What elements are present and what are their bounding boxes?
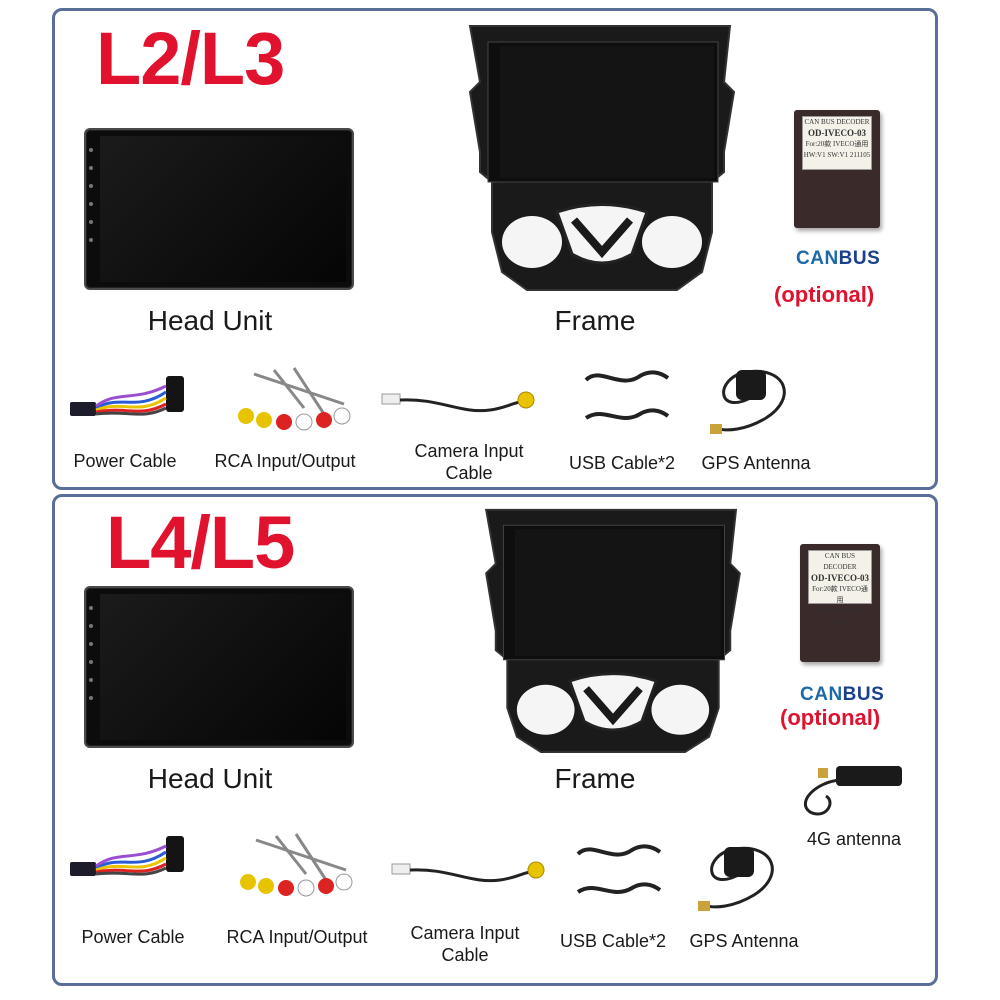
- canbus-decoder-image: CAN BUS DECODER OD-IVECO-03 For:20款 IVEC…: [794, 110, 880, 228]
- usb-cable-image: [584, 370, 670, 420]
- power-cable-image: [70, 376, 184, 416]
- decoder-sticker: CAN BUS DECODER OD-IVECO-03 For:20款 IVEC…: [802, 116, 872, 170]
- decoder-sticker-for: For:20款 IVECO通用: [805, 140, 869, 148]
- decoder-sticker-for: For:20款 IVECO通用: [812, 585, 868, 604]
- head-unit-label: Head Unit: [147, 763, 273, 794]
- head-unit-image: [84, 128, 354, 290]
- decoder-sticker-title: CAN BUS DECODER: [804, 118, 870, 126]
- canbus-title: CANBUS: [796, 248, 880, 270]
- decoder-sticker-version: HW:V1 SW:V1 211105: [817, 607, 863, 626]
- gps-antenna-label: GPS Antenna: [701, 453, 811, 473]
- head-unit-label: Head Unit: [147, 305, 273, 336]
- decoder-sticker-title: CAN BUS DECODER: [823, 552, 857, 571]
- camera-cable-label-line2: Cable: [445, 463, 493, 483]
- canbus-title-prefix: CAN: [800, 684, 843, 705]
- canbus-optional-note: (optional): [780, 705, 881, 730]
- decoder-sticker-model: OD-IVECO-03: [811, 573, 869, 583]
- variant-title: L4/L5: [106, 501, 295, 584]
- canbus-title: CANBUS: [800, 684, 884, 706]
- gps-antenna-image: [698, 846, 774, 911]
- power-cable-image: [70, 836, 184, 876]
- rca-label: RCA Input/Output: [214, 451, 356, 471]
- canbus-optional-note: (optional): [774, 282, 875, 307]
- usb-cable-label: USB Cable*2: [568, 453, 676, 473]
- frame-image: [468, 25, 736, 291]
- camera-cable-image: [381, 391, 535, 413]
- frame-label: Frame: [554, 763, 636, 794]
- canbus-decoder-image: CAN BUS DECODER OD-IVECO-03 For:20款 IVEC…: [800, 544, 880, 662]
- variant-title: L2/L3: [96, 17, 285, 100]
- rca-cable-image: [238, 367, 351, 431]
- power-cable-label: Power Cable: [73, 451, 177, 471]
- head-unit-screen: [100, 594, 346, 740]
- usb-cable-label: USB Cable*2: [559, 931, 667, 951]
- gps-antenna-label: GPS Antenna: [689, 931, 799, 951]
- canbus-title-prefix: CAN: [796, 248, 839, 269]
- decoder-sticker-model: OD-IVECO-03: [808, 128, 866, 138]
- head-unit-side-buttons: [89, 606, 95, 714]
- usb-cable-image: [576, 844, 662, 894]
- 4g-antenna-label: 4G antenna: [806, 829, 902, 849]
- frame-label: Frame: [554, 305, 636, 336]
- canbus-title-suffix: BUS: [842, 684, 885, 705]
- canbus-title-suffix: BUS: [838, 248, 881, 269]
- 4g-antenna-image: [803, 766, 902, 816]
- frame-image: [484, 508, 741, 754]
- camera-cable-label-line1: Camera Input: [414, 441, 524, 461]
- camera-cable-label-line1: Camera Input: [410, 923, 520, 943]
- camera-cable-image: [391, 861, 545, 883]
- rca-cable-image: [240, 833, 353, 897]
- decoder-sticker: CAN BUS DECODER OD-IVECO-03 For:20款 IVEC…: [808, 550, 872, 626]
- decoder-sticker-version: HW:V1 SW:V1 211105: [803, 151, 871, 159]
- head-unit-side-buttons: [89, 148, 95, 256]
- power-cable-label: Power Cable: [81, 927, 185, 947]
- head-unit-screen: [100, 136, 346, 282]
- rca-label: RCA Input/Output: [226, 927, 368, 947]
- gps-antenna-image: [710, 369, 786, 434]
- head-unit-image: [84, 586, 354, 748]
- camera-cable-label-line2: Cable: [441, 945, 489, 965]
